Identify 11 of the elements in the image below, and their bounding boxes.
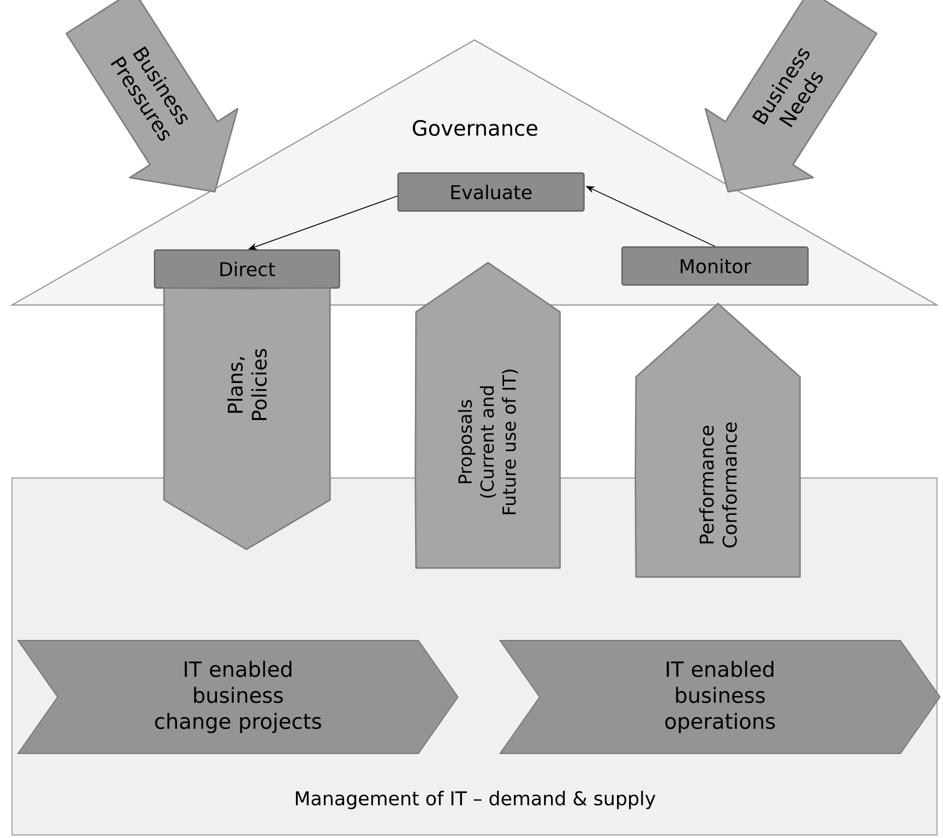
block-arrow xyxy=(704,0,878,193)
block-arrow xyxy=(414,262,561,569)
block-arrow xyxy=(634,302,801,578)
process-box: Direct xyxy=(154,249,340,289)
process-box: Monitor xyxy=(621,246,809,286)
chevron-box: IT enabled business change projects xyxy=(17,640,459,754)
process-box: Evaluate xyxy=(397,172,585,212)
edge-label: Plans, Policies xyxy=(227,348,267,420)
block-arrow xyxy=(66,0,238,193)
chevron-box: IT enabled business operations xyxy=(499,640,941,754)
block-arrow xyxy=(163,287,331,550)
